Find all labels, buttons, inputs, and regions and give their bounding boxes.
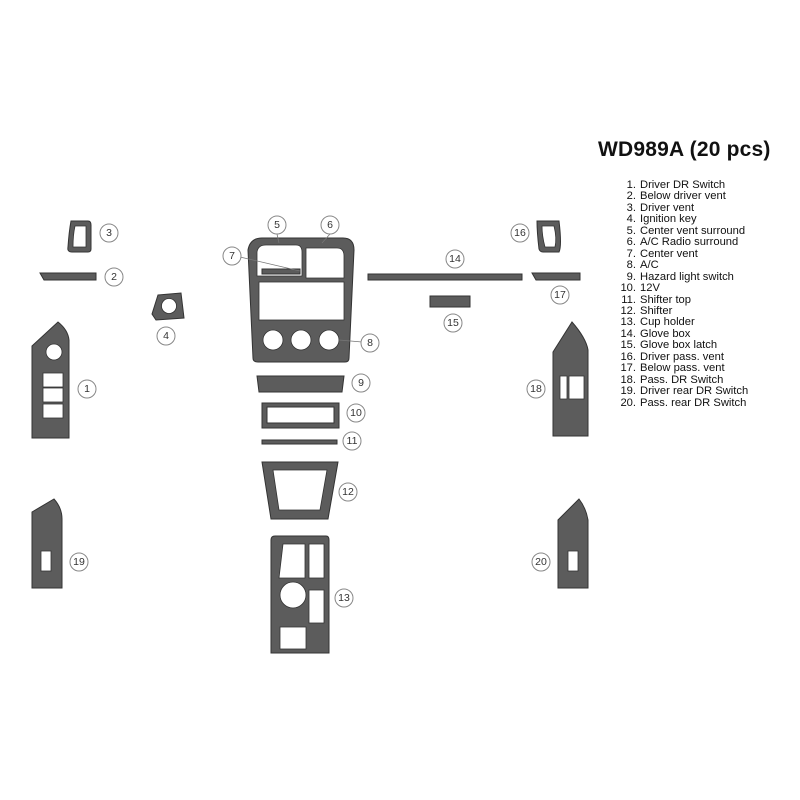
svg-text:5: 5 — [274, 219, 280, 231]
parts-legend: 1.Driver DR Switch 2.Below driver vent 3… — [600, 179, 749, 409]
callout-18: 18 — [526, 379, 546, 399]
callout-16: 16 — [510, 223, 530, 243]
part-driver-dr-switch — [31, 321, 70, 439]
svg-text:8: 8 — [367, 337, 373, 349]
legend-item: 19.Driver rear DR Switch — [620, 385, 749, 398]
part-shifter — [261, 461, 339, 520]
part-center-vent — [261, 268, 301, 275]
svg-text:19: 19 — [73, 556, 85, 568]
part-12v — [261, 402, 340, 429]
legend-item: 12.Shifter — [620, 304, 673, 317]
callout-9: 9 — [351, 373, 371, 393]
part-pass-dr-switch — [552, 321, 589, 437]
callout-20: 20 — [531, 552, 551, 572]
callout-12: 12 — [338, 482, 358, 502]
svg-text:7: 7 — [229, 250, 235, 262]
part-cup-holder — [270, 535, 330, 654]
legend-item: 3.Driver vent — [626, 201, 695, 214]
callout-6: 6 — [320, 215, 340, 235]
legend-item: 9.Hazard light switch — [626, 270, 734, 283]
callout-7: 7 — [222, 246, 242, 266]
callout-14: 14 — [445, 249, 465, 269]
callout-10: 10 — [346, 403, 366, 423]
callout-8: 8 — [360, 333, 380, 353]
callout-1: 1 — [77, 379, 97, 399]
part-below-driver-vent — [39, 272, 97, 281]
svg-text:3: 3 — [106, 227, 112, 239]
legend-item: 8.A/C — [626, 259, 659, 272]
legend-item: 4.Ignition key — [626, 213, 697, 226]
legend-item: 16.Driver pass. vent — [620, 350, 724, 363]
svg-text:12: 12 — [342, 486, 354, 498]
svg-text:17: 17 — [554, 289, 566, 301]
leader-lines — [239, 233, 363, 343]
svg-text:1: 1 — [84, 383, 90, 395]
callout-11: 11 — [342, 431, 362, 451]
svg-text:14: 14 — [449, 253, 461, 265]
legend-item: 7.Center vent — [626, 247, 698, 260]
kit-title: WD989A (20 pcs) — [598, 138, 771, 161]
callout-19: 19 — [69, 552, 89, 572]
svg-text:2: 2 — [111, 271, 117, 283]
callout-13: 13 — [334, 588, 354, 608]
callout-2: 2 — [104, 267, 124, 287]
svg-text:18: 18 — [530, 383, 542, 395]
legend-item: 10.12V — [620, 282, 660, 295]
part-shifter-top — [261, 439, 338, 445]
part-driver-pass-vent — [536, 220, 561, 253]
svg-text:4: 4 — [163, 330, 169, 342]
part-pass-rear-dr-switch — [557, 498, 589, 589]
legend-item: 17.Below pass. vent — [620, 362, 725, 375]
legend-item: 5.Center vent surround — [626, 224, 746, 237]
svg-text:16: 16 — [514, 227, 526, 239]
legend-item: 18.Pass. DR Switch — [620, 373, 724, 386]
legend-item: 11.Shifter top — [621, 293, 691, 306]
callout-15: 15 — [443, 313, 463, 333]
svg-text:20: 20 — [535, 556, 547, 568]
callout-17: 17 — [550, 285, 570, 305]
part-ignition-key — [151, 292, 185, 321]
part-below-pass-vent — [531, 272, 581, 281]
part-hazard-switch — [256, 375, 345, 393]
part-driver-vent — [67, 220, 92, 253]
svg-text:9: 9 — [358, 377, 364, 389]
svg-text:10: 10 — [350, 407, 362, 419]
svg-text:15: 15 — [447, 317, 459, 329]
legend-item: 20.Pass. rear DR Switch — [620, 396, 747, 409]
callout-4: 4 — [156, 326, 176, 346]
legend-item: 6.A/C Radio surround — [626, 236, 739, 249]
callout-5: 5 — [267, 215, 287, 235]
part-center-vent-surround — [247, 237, 355, 363]
part-driver-rear-dr-switch — [31, 498, 63, 589]
legend-item: 1.Driver DR Switch — [626, 179, 726, 191]
legend-item: 14.Glove box — [620, 327, 691, 340]
callout-3: 3 — [99, 223, 119, 243]
part-glove-box-latch — [429, 295, 471, 308]
legend-item: 2.Below driver vent — [626, 190, 726, 203]
legend-item: 13.Cup holder — [620, 316, 695, 329]
part-glove-box — [367, 273, 523, 281]
svg-text:6: 6 — [327, 219, 333, 231]
legend-item: 15.Glove box latch — [620, 339, 718, 352]
svg-text:13: 13 — [338, 592, 350, 604]
svg-text:11: 11 — [347, 435, 358, 447]
